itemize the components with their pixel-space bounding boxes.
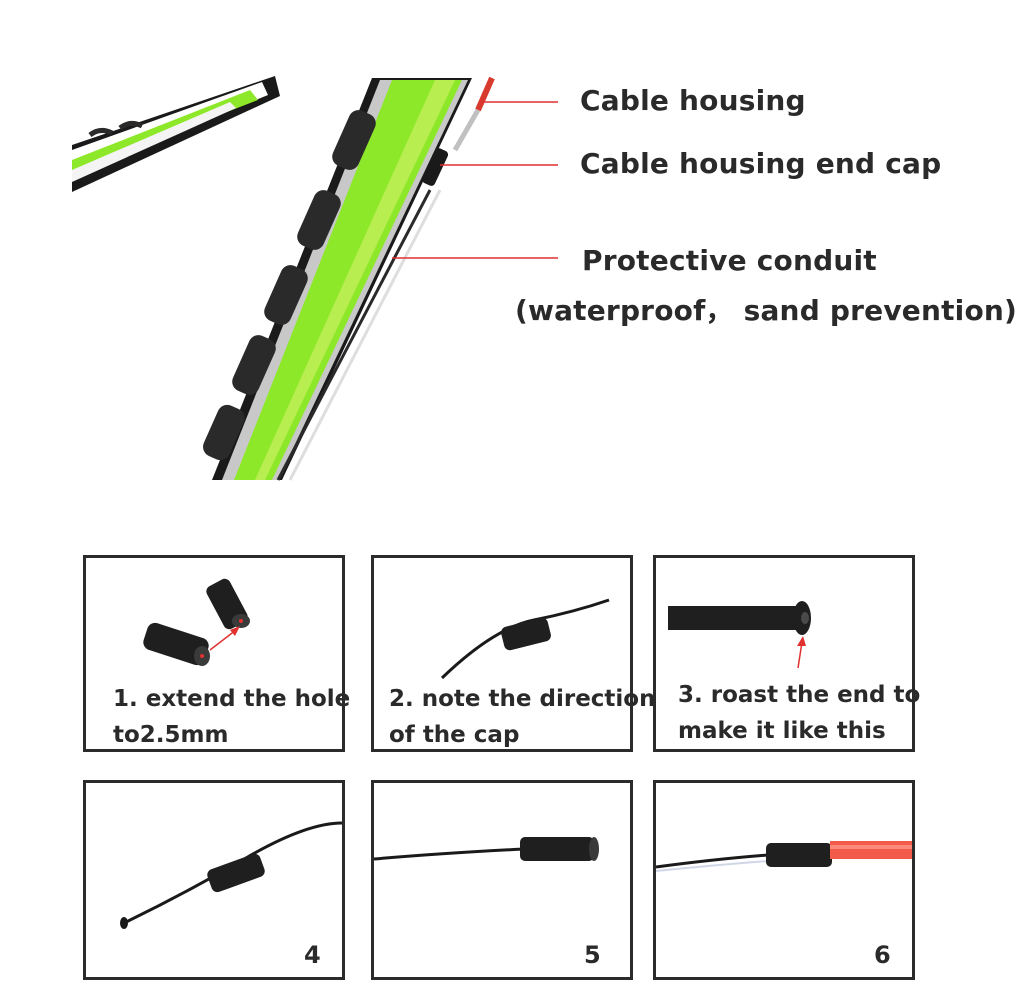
roasted-end-illustration bbox=[668, 601, 811, 669]
step-2-caption-line1: 2. note the direction bbox=[389, 686, 656, 712]
callout-conduit-subtitle: (waterproof， sand prevention) bbox=[515, 294, 1017, 327]
step-panel-2: 2. note the direction of the cap bbox=[371, 555, 655, 752]
end-caps-illustration bbox=[143, 578, 250, 666]
cable-routing bbox=[276, 76, 495, 481]
step-1-caption-line2: to2.5mm bbox=[113, 722, 229, 748]
callout-end-cap: Cable housing end cap bbox=[580, 147, 942, 180]
callout-cable-housing: Cable housing bbox=[580, 84, 806, 117]
step-6-number: 6 bbox=[874, 941, 891, 969]
step-3-caption-line2: make it like this bbox=[678, 718, 886, 744]
callout-conduit-title: Protective conduit bbox=[582, 244, 877, 277]
top-tube bbox=[72, 76, 280, 192]
step-panel-4: 4 bbox=[83, 780, 345, 980]
frame-photo bbox=[0, 0, 1000, 500]
cap-direction-illustration bbox=[440, 598, 610, 680]
cap-at-end-illustration bbox=[373, 837, 599, 861]
step-4-number: 4 bbox=[304, 941, 321, 969]
step-3-caption-line1: 3. roast the end to bbox=[678, 682, 921, 708]
step-panel-5: 5 bbox=[371, 780, 633, 980]
down-tube bbox=[185, 78, 492, 480]
assembled-housing-illustration bbox=[655, 841, 912, 872]
cap-on-cable-illustration bbox=[120, 821, 343, 929]
step-1-caption-line1: 1. extend the hole bbox=[113, 686, 351, 712]
step-panel-3: 3. roast the end to make it like this bbox=[653, 555, 920, 752]
step-5-number: 5 bbox=[584, 941, 601, 969]
bike-frame-illustration bbox=[72, 76, 558, 481]
step-2-caption-line2: of the cap bbox=[389, 722, 520, 748]
step-panel-6: 6 bbox=[653, 780, 915, 980]
step-panel-1: 1. extend the hole to2.5mm bbox=[83, 555, 350, 752]
